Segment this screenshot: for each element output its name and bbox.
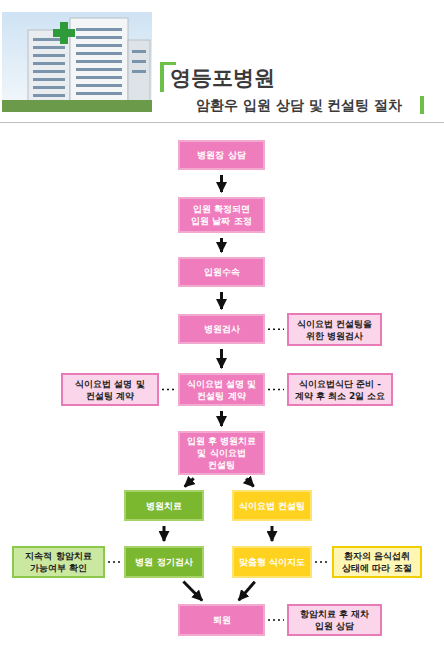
box-text: 병원치료: [146, 500, 182, 512]
box-text: 입원 후 병원치료 및 식이요법 컨설팅: [184, 435, 259, 471]
box-text: 퇴원: [213, 614, 231, 626]
process-box: 병원장 상담: [178, 140, 265, 170]
dotted-connector: [315, 561, 329, 563]
process-box: 맞춤형 식이지도: [232, 546, 312, 578]
box-text: 입원 확정되면 입원 날짜 조정: [184, 203, 259, 227]
process-box: 퇴원: [178, 604, 265, 636]
title-bracket: [160, 62, 164, 92]
diagram-subtitle: 암환우 입원 상담 및 컨설팅 절차: [196, 97, 402, 115]
box-text: 식이요법 컨설팅을 위한 병원검사: [293, 318, 376, 342]
process-box: 병원치료: [124, 490, 204, 521]
process-box: 식이요법 컨설팅: [232, 490, 312, 521]
box-text: 항암치료 후 재차 입원 상담: [293, 608, 376, 632]
box-text: 환자의 음식섭취 상태에 따라 조절: [338, 550, 416, 574]
process-box: 입원 후 병원치료 및 식이요법 컨설팅: [178, 431, 265, 475]
dotted-connector: [268, 389, 284, 391]
flow-arrow: [239, 582, 255, 600]
box-text: 입원수속: [204, 266, 240, 278]
process-box: 식이요법 설명 및 컨설팅 계약: [61, 373, 159, 406]
dotted-connector: [162, 389, 175, 391]
flow-arrow: [271, 526, 274, 541]
header-rule: [0, 122, 444, 123]
flow-arrow: [183, 582, 202, 601]
flow-arrow: [163, 526, 166, 541]
process-box: 병원 정기검사: [124, 546, 204, 578]
title-bracket: [160, 62, 176, 65]
process-box: 입원수속: [178, 257, 265, 287]
flow-arrow: [220, 175, 223, 192]
hospital-illustration: [2, 12, 152, 112]
dotted-connector: [108, 561, 121, 563]
flow-arrow: [220, 349, 223, 368]
box-text: 병원 정기검사: [135, 556, 192, 568]
process-box: 병원검사: [178, 314, 265, 344]
flow-arrow: [185, 478, 194, 486]
box-text: 식이요법 컨설팅: [239, 500, 305, 512]
process-box: 식이요법식단 준비 -계약 후 최소 2일 소요: [287, 373, 393, 406]
subtitle-bar: [420, 96, 424, 114]
flow-arrow: [220, 238, 223, 252]
process-box: 항암치료 후 재차 입원 상담: [287, 604, 382, 636]
box-text: 지속적 항암치료 가능여부 확인: [18, 550, 99, 574]
diagram-title: 영등포병원: [170, 64, 275, 92]
box-text: 식이요법 설명 및 컨설팅 계약: [184, 378, 259, 402]
dotted-connector: [268, 619, 284, 621]
process-box: 식이요법 설명 및 컨설팅 계약: [178, 373, 265, 406]
dotted-connector: [268, 328, 284, 330]
process-box: 지속적 항암치료 가능여부 확인: [12, 546, 105, 578]
box-text: 식이요법식단 준비 -계약 후 최소 2일 소요: [293, 378, 387, 402]
flow-arrow: [220, 411, 223, 426]
process-box: 식이요법 컨설팅을 위한 병원검사: [287, 313, 382, 346]
process-box: 입원 확정되면 입원 날짜 조정: [178, 197, 265, 233]
flow-arrow: [220, 292, 223, 309]
box-text: 식이요법 설명 및 컨설팅 계약: [67, 378, 153, 402]
box-text: 병원장 상담: [197, 149, 245, 161]
box-text: 맞춤형 식이지도: [239, 556, 305, 568]
process-box: 환자의 음식섭취 상태에 따라 조절: [332, 546, 422, 578]
box-text: 병원검사: [204, 323, 240, 335]
flow-arrow: [246, 479, 253, 487]
